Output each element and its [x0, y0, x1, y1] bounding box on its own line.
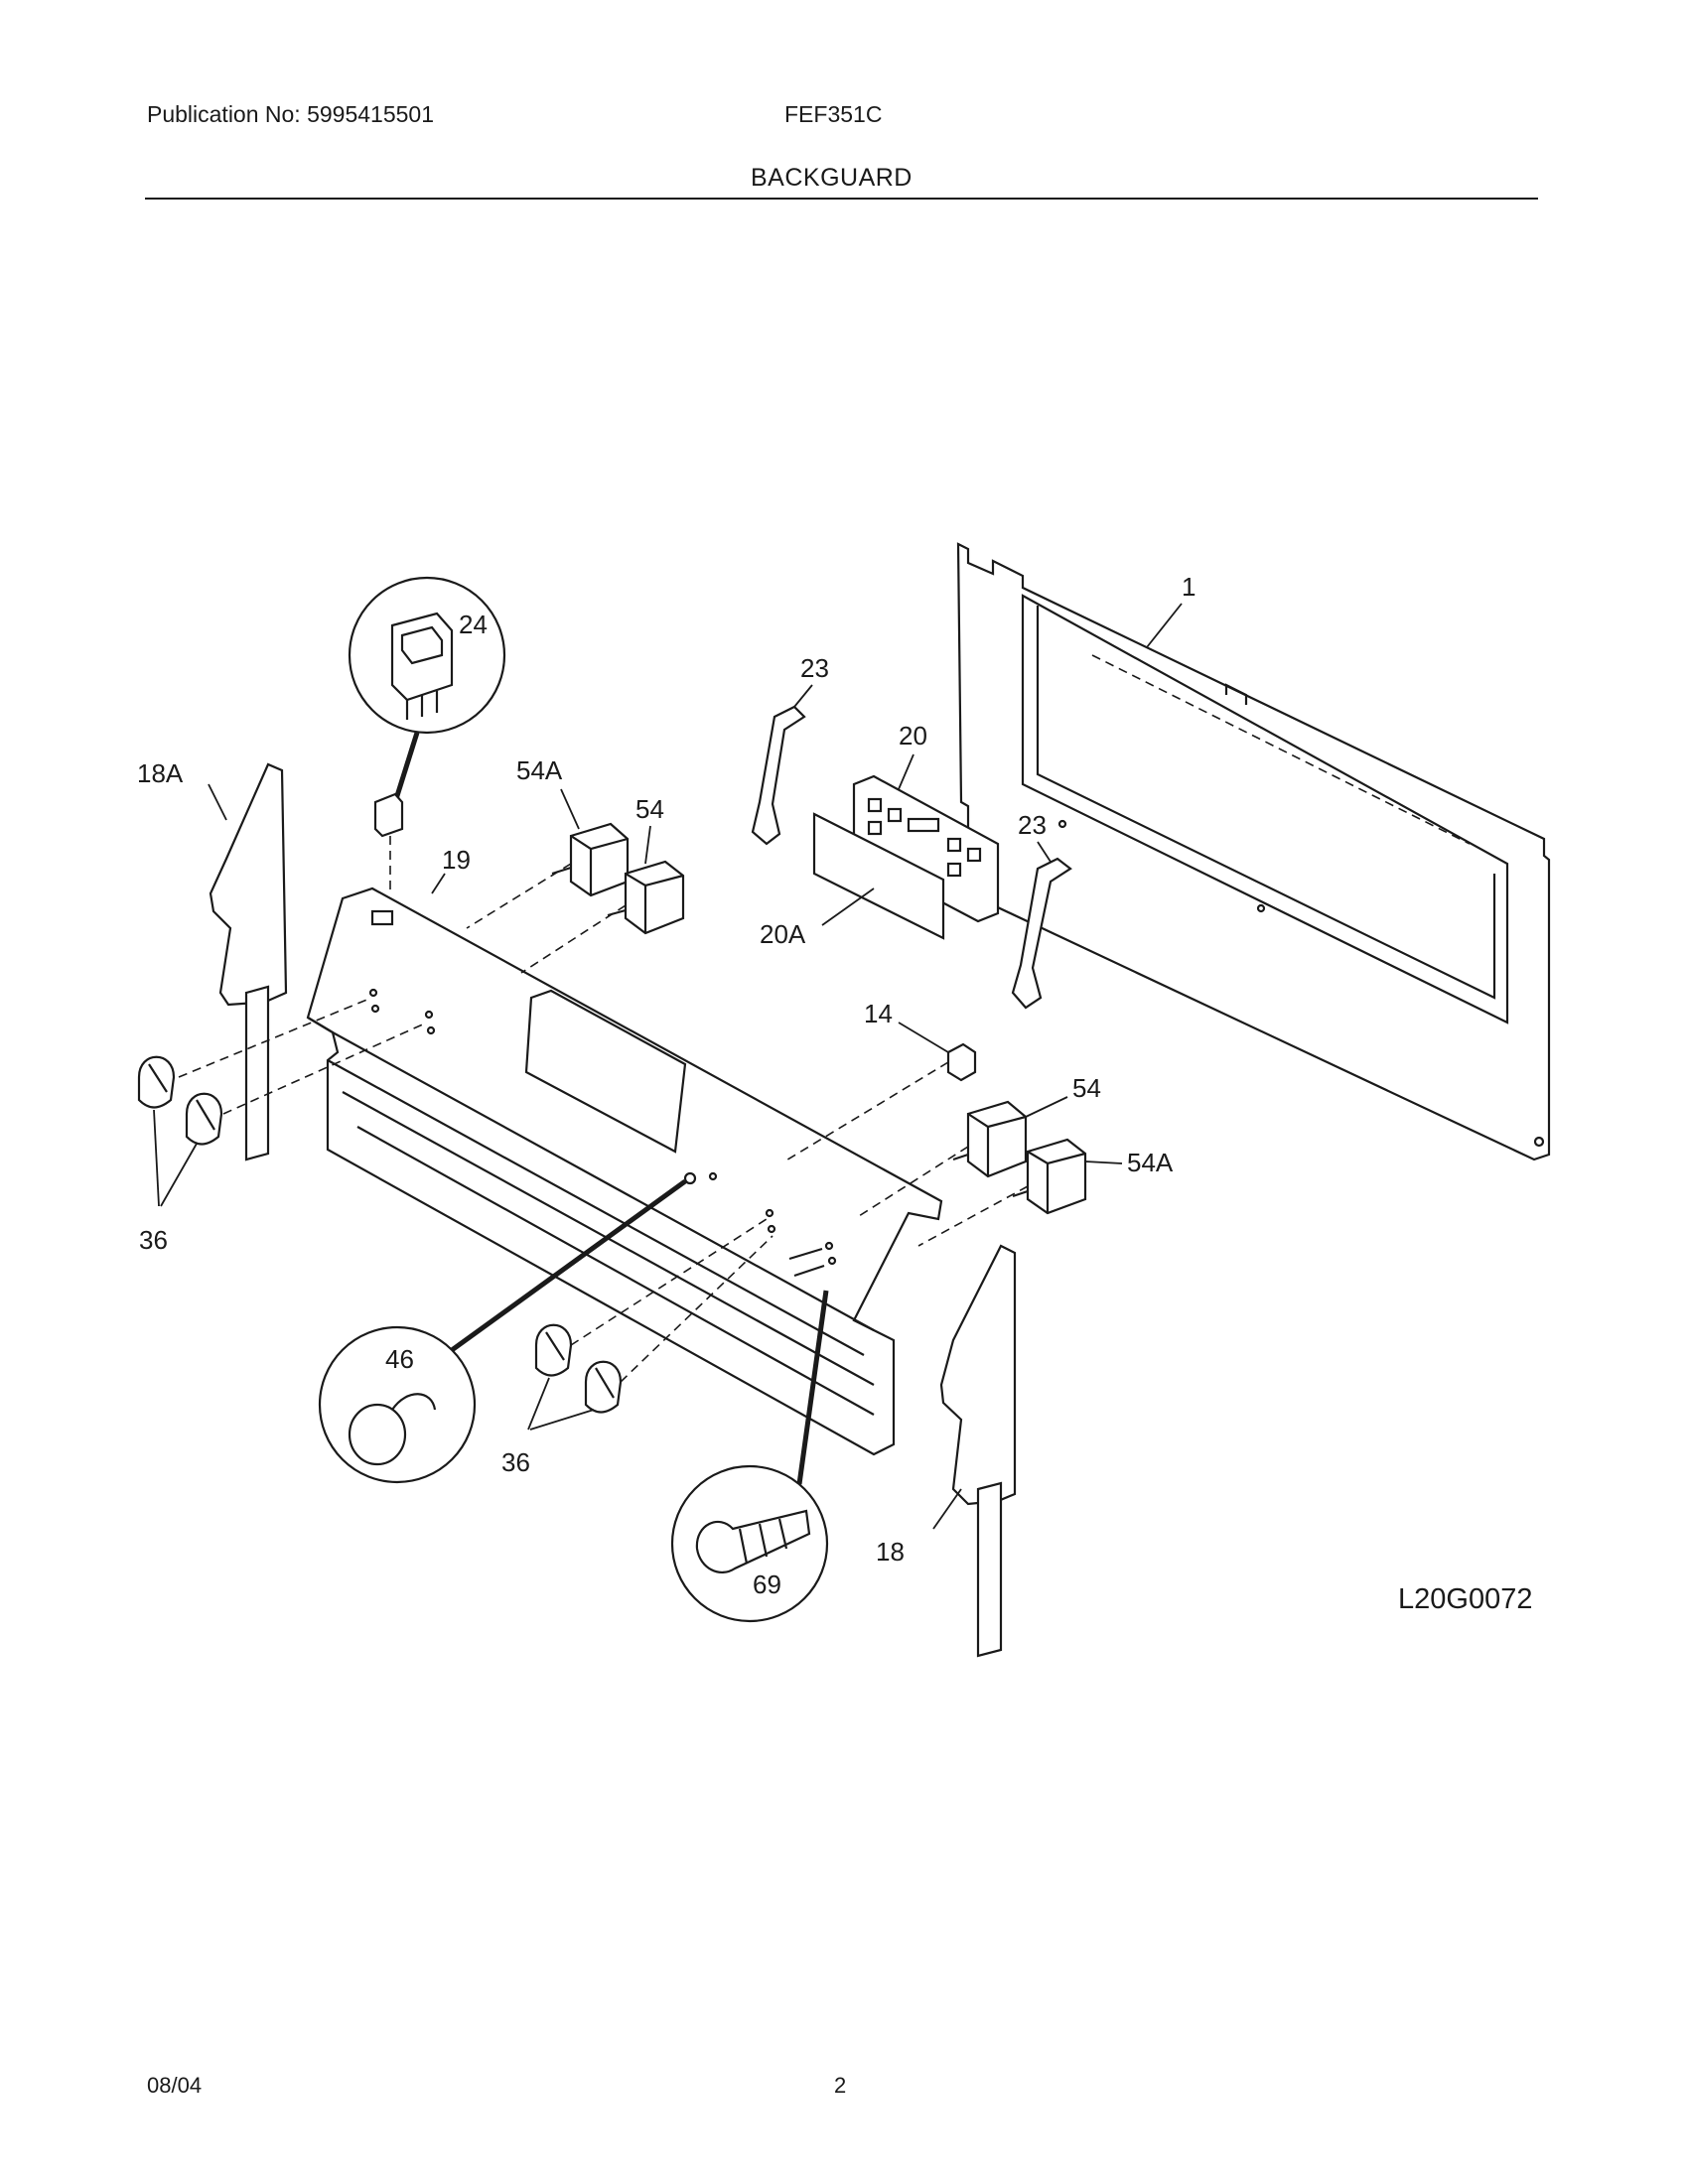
- part-54a-switch-top: [551, 788, 630, 897]
- part-20-electronic-control: [812, 753, 1000, 940]
- part-14-indicator-light: [898, 1022, 977, 1082]
- part-18a-end-cap-left: [208, 762, 288, 1161]
- callout-36-center: 36: [501, 1447, 530, 1477]
- callout-46: 46: [385, 1344, 414, 1374]
- part-1-rear-panel: [956, 542, 1551, 1161]
- callout-54-top: 54: [635, 794, 664, 824]
- callout-54-right: 54: [1072, 1073, 1101, 1103]
- callout-54a-right: 54A: [1127, 1148, 1174, 1177]
- part-46-button: [318, 1171, 697, 1484]
- callout-23-right: 23: [1018, 810, 1047, 840]
- footer-page-number: 2: [834, 2073, 847, 2098]
- part-54a-switch-right: [1012, 1138, 1123, 1215]
- part-36-knobs-left: [137, 1055, 223, 1207]
- callout-23-top: 23: [800, 653, 829, 683]
- callout-18: 18: [876, 1537, 905, 1567]
- callout-20: 20: [899, 721, 927, 751]
- assembly-lines: [178, 863, 1029, 1383]
- part-18-end-cap-right: [932, 1244, 1017, 1658]
- callout-69: 69: [753, 1570, 781, 1599]
- part-19-control-panel: [306, 873, 943, 1456]
- callout-36-left: 36: [139, 1225, 168, 1255]
- part-36-knobs-center: [527, 1323, 623, 1431]
- callout-20a: 20A: [760, 919, 806, 949]
- part-24-switch: [348, 576, 506, 893]
- callout-18a: 18A: [137, 758, 184, 788]
- callout-54a-top: 54A: [516, 755, 563, 785]
- part-54-switch-right: [952, 1096, 1068, 1178]
- callout-19: 19: [442, 845, 471, 875]
- header-rule: [145, 198, 1538, 200]
- callout-14: 14: [864, 999, 893, 1028]
- drawing-code: L20G0072: [1398, 1583, 1532, 1615]
- footer-date: 08/04: [147, 2073, 203, 2098]
- publication-number: Publication No: 5995415501: [147, 101, 435, 127]
- part-23-bracket-right: [1011, 841, 1072, 1010]
- callout-1: 1: [1182, 572, 1196, 602]
- section-title: BACKGUARD: [751, 164, 913, 192]
- part-69-screw: [670, 1241, 837, 1623]
- model-number: FEF351C: [784, 101, 883, 127]
- part-23-bracket-top: [751, 684, 813, 846]
- callout-24: 24: [459, 610, 488, 639]
